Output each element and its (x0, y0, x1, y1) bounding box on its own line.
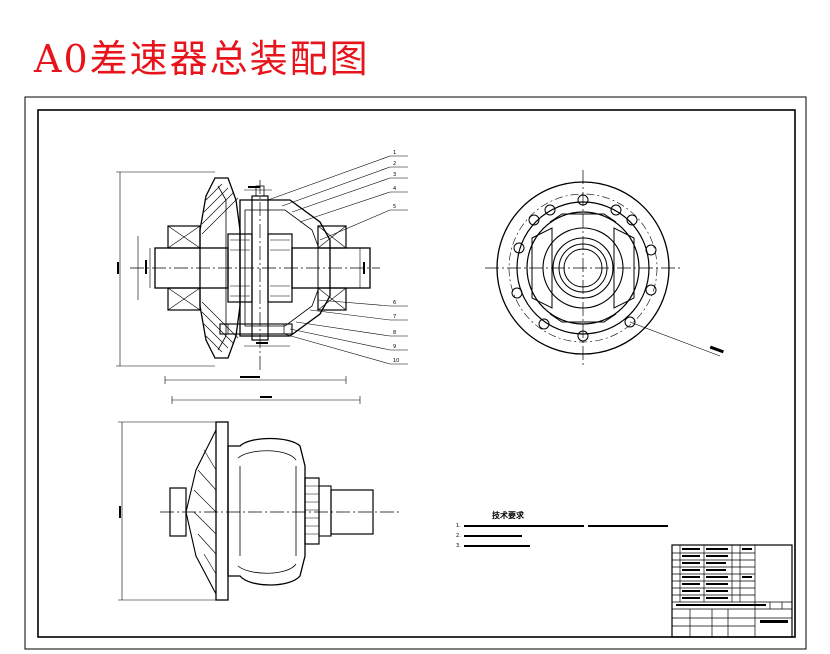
drawing-title: A0差速器总装配图 (34, 37, 370, 81)
outer-frame (24, 96, 807, 650)
front-section-view (116, 155, 408, 384)
side-end-view (485, 170, 724, 366)
technical-requirement-1: 1. (456, 523, 461, 529)
technical-requirements-heading: 技术要求 (492, 511, 524, 520)
callout-8: 8 (393, 330, 396, 336)
callout-9: 9 (393, 344, 396, 350)
top-view (118, 396, 400, 601)
callout-6: 6 (393, 300, 396, 306)
technical-requirement-2: 2. (456, 533, 461, 539)
callout-5: 5 (393, 204, 396, 210)
title-block (671, 544, 793, 638)
inner-frame (37, 109, 796, 638)
callout-1: 1 (393, 150, 396, 156)
callout-10: 10 (393, 358, 399, 364)
callout-3: 3 (393, 172, 396, 178)
callout-7: 7 (393, 314, 396, 320)
callout-4: 4 (393, 186, 396, 192)
technical-requirement-3: 3. (456, 543, 461, 549)
callout-2: 2 (393, 161, 396, 167)
